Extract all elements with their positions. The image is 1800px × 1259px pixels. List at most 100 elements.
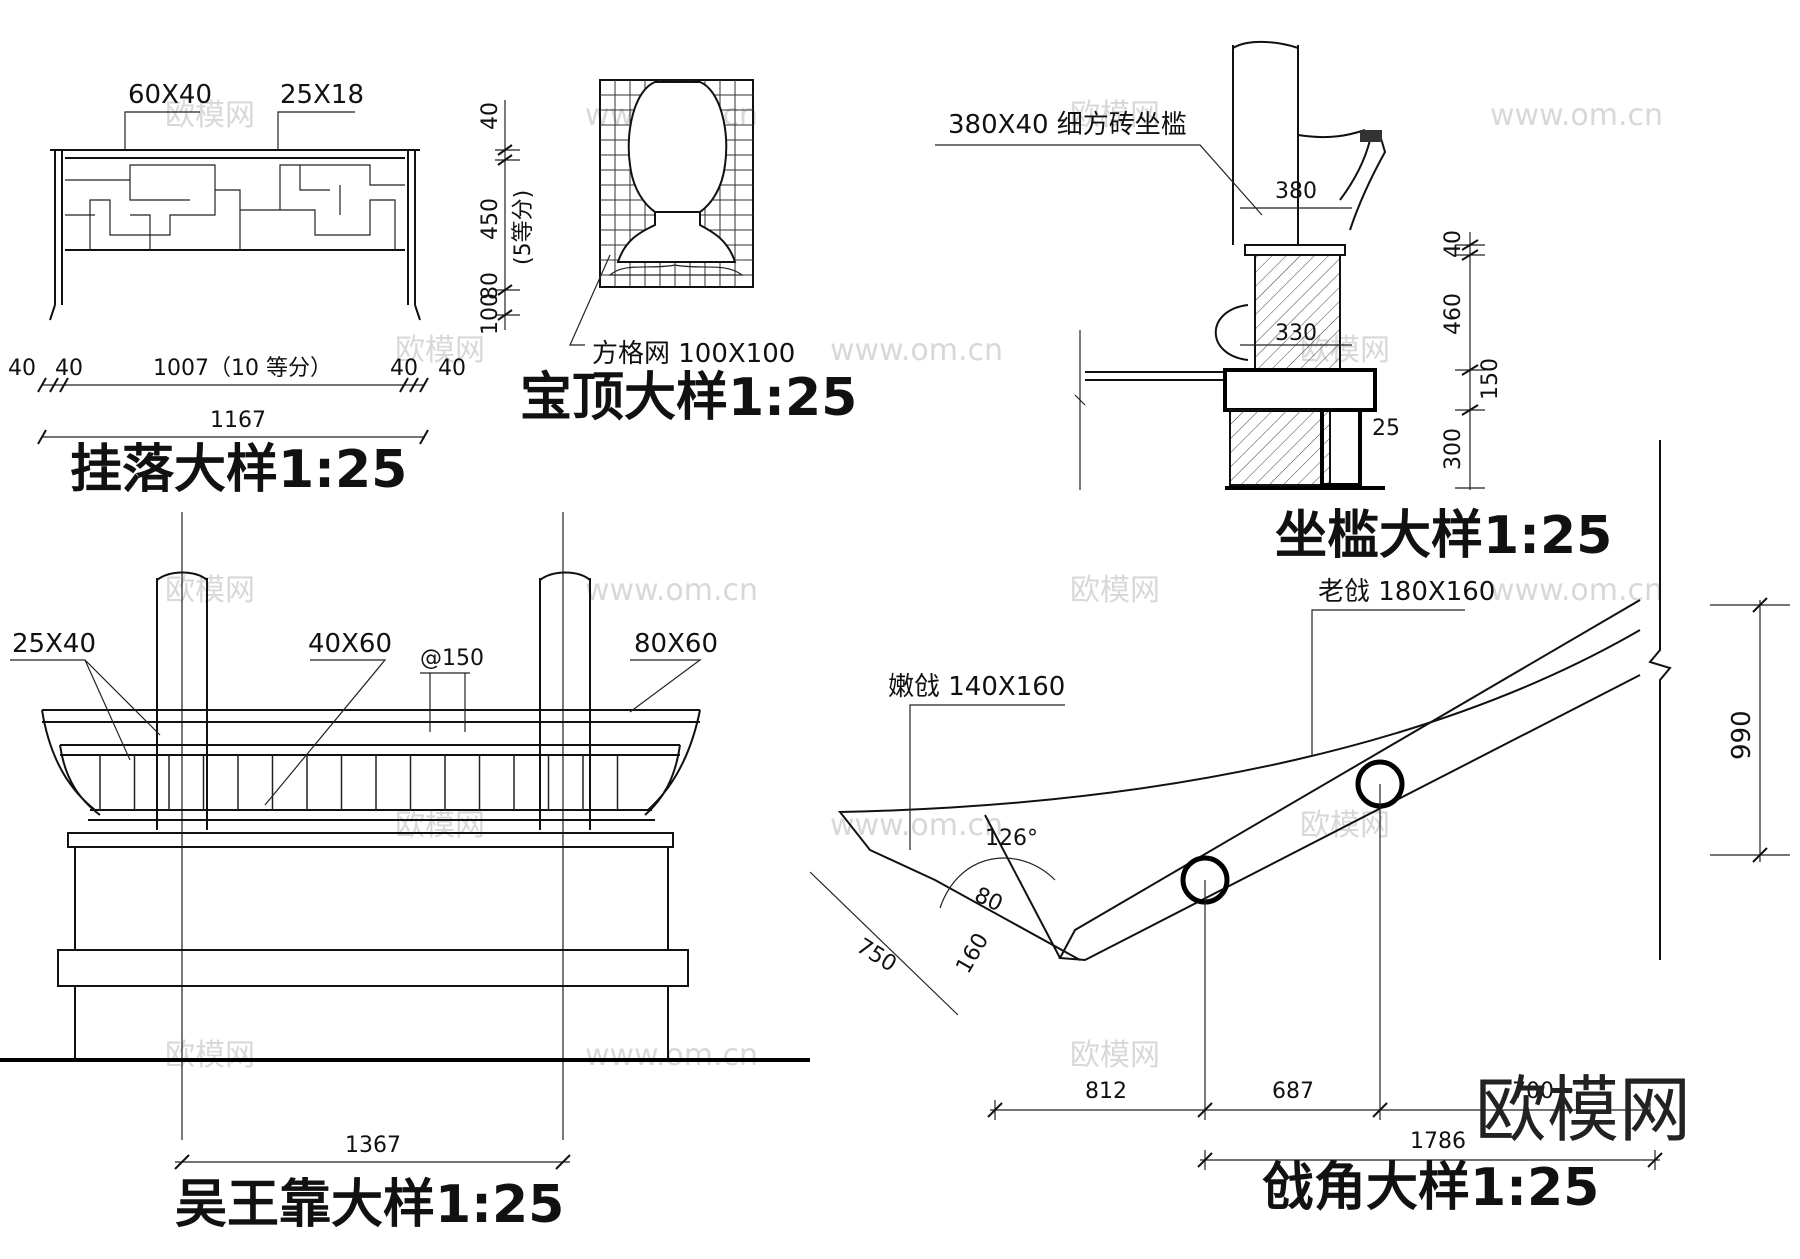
watermark-text: 欧模网: [165, 98, 255, 133]
watermark-text: 欧模网: [1070, 98, 1160, 133]
qiangjiao-dim-1786: 1786: [1410, 1129, 1466, 1154]
qiangjiao-dim-angle: 126°: [985, 826, 1038, 851]
gualuo-feet: [49, 304, 421, 321]
qiangjiao-990-lines: [1710, 600, 1790, 862]
qiangjiao-nenqiang: [837, 629, 1641, 961]
wuwangkao-dim-spacing: @150: [420, 646, 484, 671]
wuwangkao-title: 吴王靠大样1:25: [175, 1175, 564, 1235]
wuwangkao-balusters: [99, 755, 619, 810]
watermark-text: 欧模网: [395, 333, 485, 368]
qiangjiao-title: 戗角大样1:25: [1262, 1158, 1599, 1218]
gualuo-title: 挂落大样1:25: [70, 440, 407, 500]
wuwangkao-seat: [67, 832, 674, 848]
gualuo-dim-top-b: 25X18: [280, 80, 364, 110]
zuojian-dim-h3: 150: [1478, 358, 1503, 400]
baoding-dim-d2: 450: [478, 198, 503, 240]
gualuo-dim-right1: 40: [390, 356, 418, 381]
qiangjiao-dim-750: 750: [852, 934, 901, 977]
zuojian-wall: [1254, 254, 1341, 371]
qiangjiao-dim-hidden: 700: [1512, 1079, 1554, 1104]
gualuo-frame: [50, 149, 420, 305]
qiangjiao-nen-leader: [909, 704, 1065, 850]
gualuo-dim-top-a: 60X40: [128, 80, 212, 110]
baoding-title: 宝顶大样1:25: [520, 368, 857, 428]
zuojian-dim-w2: 330: [1275, 321, 1317, 346]
watermark-url: www.om.cn: [830, 333, 1003, 368]
gualuo-leaders: [124, 111, 355, 150]
wuwangkao-plinth: [74, 986, 669, 1058]
zuojian-detail: 380X40 细方砖坐槛 380 330 40 460 150 300 25 坐…: [935, 40, 1612, 566]
zuojian-sill-slab: [1244, 244, 1346, 256]
qiangjiao-dim-687: 687: [1272, 1079, 1314, 1104]
gualuo-detail: 60X40 25X18 40 40 1007（10 等分） 40 40 1167…: [8, 80, 466, 500]
zuojian-dim-h1: 40: [1441, 230, 1466, 258]
wuwangkao-leaders: [10, 659, 702, 806]
watermark-url: www.om.cn: [830, 808, 1003, 843]
zuojian-dim-h2: 460: [1441, 293, 1466, 335]
watermark-text: 欧模网: [165, 1038, 255, 1073]
qiangjiao-laoqiang: [1058, 599, 1641, 962]
wuwangkao-spacing-line: [420, 672, 470, 732]
qiangjiao-lao-leader: [1311, 609, 1465, 755]
wuwangkao-dim-c: 80X60: [634, 629, 718, 659]
qiangjiao-break-column: [1648, 440, 1672, 960]
gualuo-dim-left2: 40: [55, 356, 83, 381]
zuojian-dim-s1: 25: [1372, 416, 1400, 441]
gualuo-dim-mid: 1007（10 等分）: [153, 356, 332, 381]
wuwangkao-curved-ends: [41, 709, 701, 816]
zuojian-note-leader: [935, 144, 1263, 216]
wuwangkao-columns: [156, 571, 591, 830]
zuojian-title: 坐槛大样1:25: [1275, 506, 1612, 566]
watermark-url: www.om.cn: [1490, 98, 1663, 133]
watermark-url: www.om.cn: [585, 1038, 758, 1073]
baoding-grid-border: [599, 79, 754, 288]
zuojian-floor: [1085, 371, 1226, 381]
baoding-dim-line: [495, 100, 520, 330]
baoding-dim-d2-note: (5等分): [511, 190, 536, 265]
zuojian-beam: [1223, 368, 1377, 412]
baoding-dim-ticks: [497, 144, 513, 321]
wuwangkao-bottom-rail: [88, 809, 655, 821]
watermark-text: 欧模网: [395, 808, 485, 843]
watermark-text: 欧模网: [1070, 1038, 1160, 1073]
wuwangkao-total-ticks: [174, 1154, 571, 1170]
qiangjiao-dim-812: 812: [1085, 1079, 1127, 1104]
zuojian-foundation: [1229, 409, 1331, 486]
baoding-dim-d1: 40: [478, 102, 503, 130]
zuojian-foundation-side: [1320, 408, 1362, 487]
baoding-dim-d3: 80: [478, 272, 503, 300]
qiangjiao-750-line: [809, 871, 959, 1016]
wuwangkao-dim-total: 1367: [345, 1133, 401, 1158]
zuojian-break-line: [1074, 330, 1086, 490]
qiangjiao-dim-160: 160: [952, 929, 995, 978]
zuojian-v-ticks: [1461, 239, 1479, 416]
qiangjiao-dim-80: 80: [970, 883, 1006, 917]
qiangjiao-990-ticks: [1752, 597, 1768, 863]
zuojian-backrest-cap: [1360, 130, 1382, 142]
baoding-bulb: [627, 81, 728, 213]
qiangjiao-dim-990: 990: [1727, 710, 1757, 760]
qiangjiao-brace: [984, 814, 1061, 959]
zuojian-dim-h4: 300: [1441, 428, 1466, 470]
qiangjiao-laoqiang-label: 老戗 180X160: [1318, 577, 1495, 607]
watermark-url: www.om.cn: [1490, 573, 1663, 608]
watermark-url: www.om.cn: [585, 573, 758, 608]
baoding-note: 方格网 100X100: [592, 339, 795, 369]
wuwangkao-top-rail: [42, 709, 700, 756]
qiangjiao-h-dim-ticks: [987, 1102, 1663, 1168]
watermark-layer: 欧模网 www.om.cn 欧模网 www.om.cn 欧模网 www.om.c…: [165, 98, 1663, 1073]
wuwangkao-dim-b: 40X60: [308, 629, 392, 659]
baoding-detail: 40 450 (5等分) 80 100 方格网 100X100 宝顶大样1:25: [478, 79, 857, 428]
wuwangkao-detail: 25X40 40X60 @150 80X60 1367 吴王靠大样1:25: [0, 512, 810, 1235]
wuwangkao-wall: [74, 847, 669, 950]
watermark-logo: 欧模网: [1475, 1068, 1691, 1152]
zuojian-column: [1232, 40, 1299, 245]
gualuo-dim-total: 1167: [210, 408, 266, 433]
baoding-dim-d4: 100: [478, 293, 503, 335]
qiangjiao-nenqiang-label: 嫩戗 140X160: [888, 672, 1065, 702]
baoding-base: [616, 211, 737, 263]
gualuo-dim-ticks: [37, 377, 429, 445]
baoding-note-leader: [569, 254, 611, 346]
zuojian-dim-w1: 380: [1275, 179, 1317, 204]
